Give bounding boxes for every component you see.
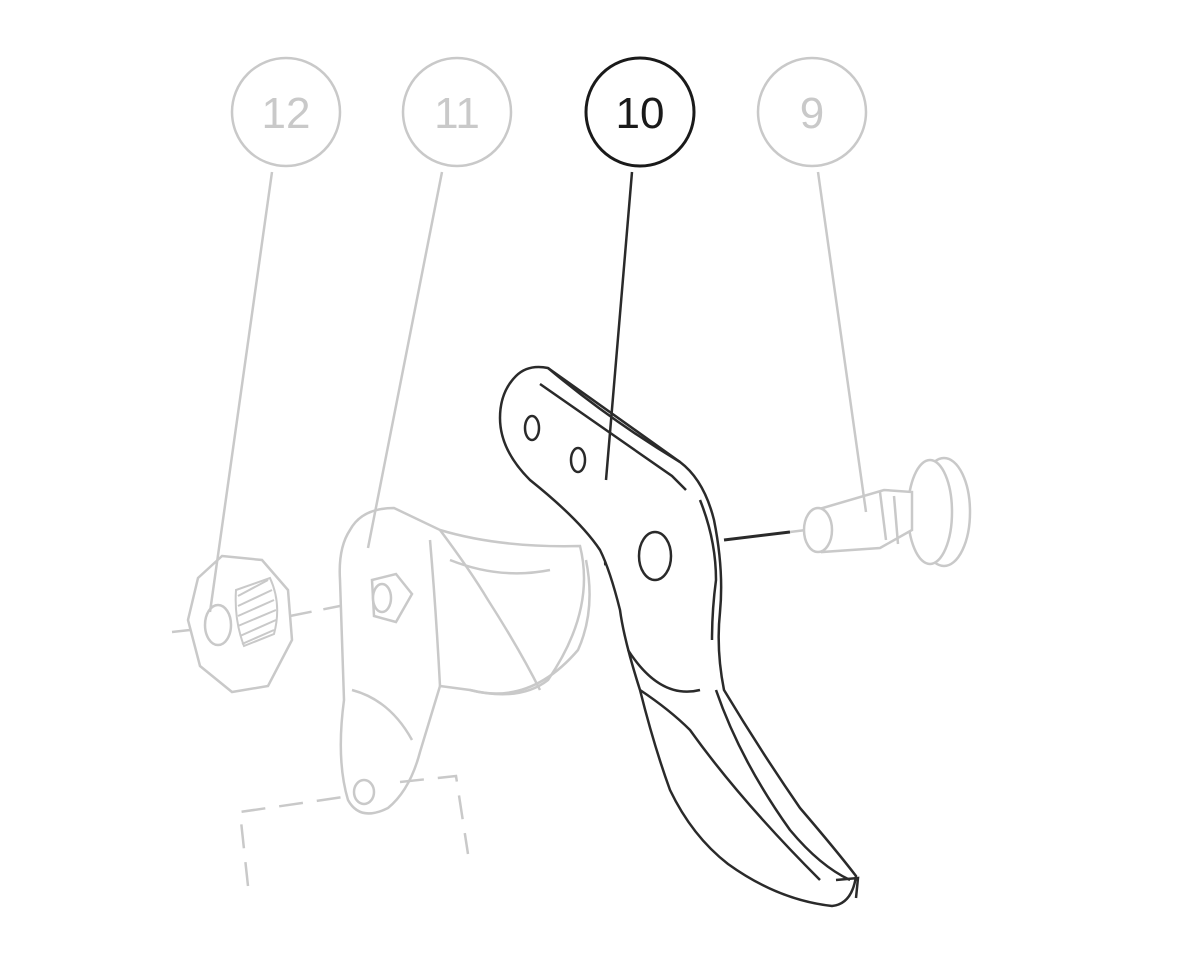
- callout-circle: [756, 56, 868, 168]
- leader-lines: [208, 171, 868, 613]
- bracket-edge-1: [438, 529, 542, 691]
- trigger-tip: [835, 876, 860, 899]
- leader-10: [604, 171, 634, 481]
- callout-9: 9: [756, 56, 868, 168]
- pin-end: [802, 506, 834, 554]
- part-10-trigger: [498, 365, 860, 908]
- pin-groove: [878, 491, 900, 545]
- trigger-pivot-bore: [637, 530, 673, 582]
- part-12-nut: [171, 554, 361, 694]
- trigger-blade-edge: [639, 688, 821, 881]
- trigger-curve-1: [626, 649, 701, 693]
- trigger-body: [498, 365, 858, 908]
- leader-11: [366, 171, 444, 549]
- callout-circle: [584, 56, 696, 168]
- bracket-rim: [469, 559, 591, 695]
- callout-label: 12: [262, 89, 311, 138]
- hidden-linkage: [238, 774, 470, 887]
- callout-label: 11: [434, 89, 480, 138]
- callout-circle: [230, 56, 342, 168]
- callout-label: 10: [616, 89, 665, 138]
- callout-circle: [401, 56, 513, 168]
- trigger-bevel: [539, 382, 687, 491]
- axis-line-12: [171, 628, 191, 634]
- pin-head-front: [906, 458, 954, 566]
- bracket-lower-hole: [352, 778, 376, 806]
- bracket-bore: [371, 582, 393, 614]
- trigger-hole-2: [569, 446, 587, 474]
- nut-bore: [203, 603, 233, 647]
- part-11-bracket: [338, 506, 591, 815]
- leader-9: [816, 171, 868, 513]
- leader-12: [208, 171, 274, 613]
- trigger-blade-inner: [714, 689, 851, 882]
- trigger-hole-1: [523, 414, 541, 442]
- nut-thread: [234, 576, 279, 648]
- bracket-body: [338, 506, 586, 815]
- bracket-edge-4: [351, 688, 414, 741]
- axis-line-10-right: [723, 530, 791, 542]
- bracket-edge-3: [449, 558, 551, 575]
- callout-label: 9: [800, 89, 824, 138]
- axis-dash-12-11: [289, 600, 361, 618]
- bracket-edge-2: [428, 539, 442, 687]
- part-9-pin: [789, 456, 972, 568]
- callout-12: 12: [230, 56, 342, 168]
- trigger-spine: [698, 499, 718, 641]
- callout-10: 10: [584, 56, 696, 168]
- callout-11: 11: [401, 56, 513, 168]
